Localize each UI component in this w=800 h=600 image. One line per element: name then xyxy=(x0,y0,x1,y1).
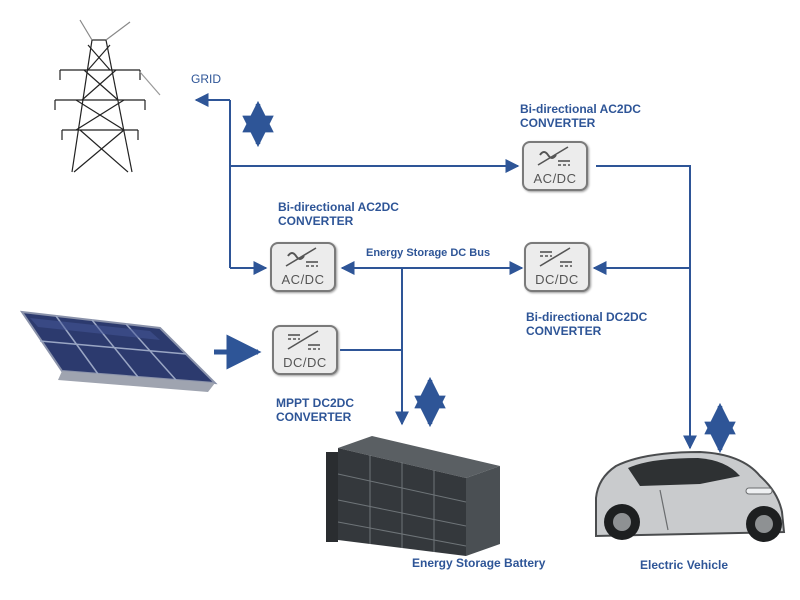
dc-dc-symbol-icon xyxy=(539,247,572,267)
converter-label: AC/DC xyxy=(533,171,577,186)
solar-panel-icon xyxy=(19,310,218,392)
mppt-converter-label-line2: CONVERTER xyxy=(276,410,352,424)
converter-label: DC/DC xyxy=(535,272,579,287)
bidirectional-arrows xyxy=(242,100,736,454)
mppt-converter-label-line1: MPPT DC2DC xyxy=(276,396,355,410)
top-converter-label-line1: Bi-directional AC2DC xyxy=(520,102,641,116)
left-converter-label-line2: CONVERTER xyxy=(278,214,354,228)
converter-label: DC/DC xyxy=(283,355,327,370)
ac-dc-converter-left: AC/DC xyxy=(270,242,336,292)
battery-label: Energy Storage Battery xyxy=(412,556,546,570)
dc-bus-label: Energy Storage DC Bus xyxy=(366,247,491,259)
left-converter-label-line1: Bi-directional AC2DC xyxy=(278,200,399,214)
top-converter-label: Bi-directional AC2DC CONVERTER xyxy=(520,102,641,130)
grid-label: GRID xyxy=(191,72,221,86)
left-converter-label: Bi-directional AC2DC CONVERTER xyxy=(278,200,399,228)
vehicle-label: Electric Vehicle xyxy=(640,558,729,572)
dcdc-converter-label-line1: Bi-directional DC2DC xyxy=(526,310,648,324)
ac-dc-symbol-icon xyxy=(285,247,318,267)
dc-dc-converter-right: DC/DC xyxy=(524,242,590,292)
mppt-dc-dc-converter: DC/DC xyxy=(272,325,338,375)
ac-dc-converter-top: AC/DC xyxy=(522,141,588,191)
converter-label: AC/DC xyxy=(281,272,325,287)
ac-dc-symbol-icon xyxy=(537,146,570,166)
electric-vehicle-icon xyxy=(595,450,786,542)
transmission-tower-icon xyxy=(54,19,161,173)
mppt-converter-label: MPPT DC2DC CONVERTER xyxy=(276,396,354,424)
connection-lines xyxy=(194,93,697,450)
dc-dc-symbol-icon xyxy=(287,330,320,350)
dcdc-converter-label-line2: CONVERTER xyxy=(526,324,602,338)
top-converter-label-line2: CONVERTER xyxy=(520,116,596,130)
battery-rack-icon xyxy=(326,436,500,556)
dcdc-converter-label: Bi-directional DC2DC CONVERTER xyxy=(526,310,647,338)
